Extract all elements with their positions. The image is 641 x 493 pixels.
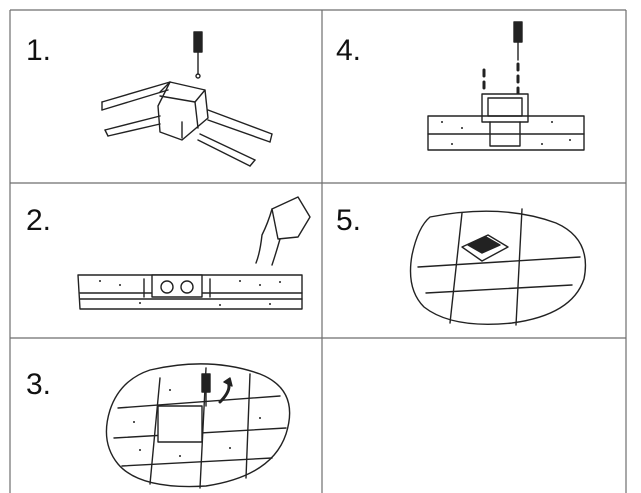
floor-outlet-installed-icon xyxy=(322,183,626,338)
step-1-cell: 1. xyxy=(10,10,322,183)
step-3-cell: 3. xyxy=(10,338,322,493)
pouring-concrete-over-duct-icon xyxy=(10,183,322,338)
screwing-outlet-into-box-icon xyxy=(322,10,626,183)
screwdriver-fixing-junction-box-icon xyxy=(10,10,322,183)
step-2-cell: 2. xyxy=(10,183,322,338)
step-2-number: 2. xyxy=(26,204,52,237)
step-4-number: 4. xyxy=(336,34,362,67)
step-3-number: 3. xyxy=(26,368,52,401)
step-4-cell: 4. xyxy=(322,10,626,183)
step-5-number: 5. xyxy=(336,204,362,237)
step-1-number: 1. xyxy=(26,34,52,67)
drilling-floor-tiles-icon xyxy=(10,338,322,493)
step-5-cell: 5. xyxy=(322,183,626,338)
